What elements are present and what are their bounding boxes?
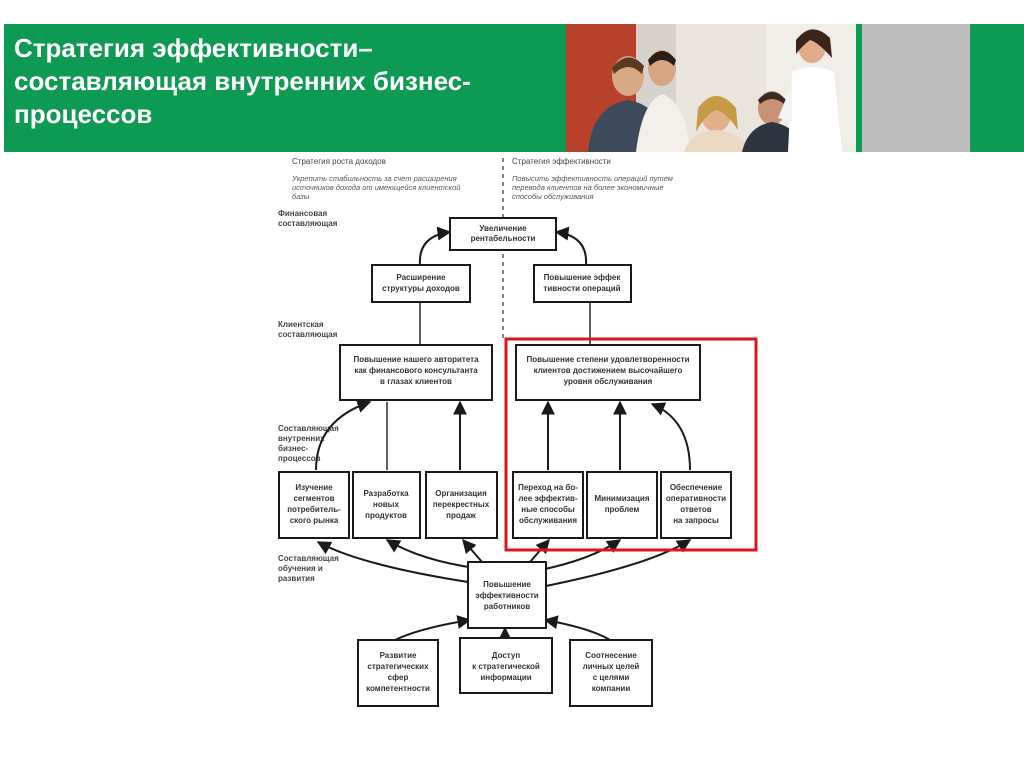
perspective-internal-label: Составляющая внутренних бизнес- процессо… <box>278 424 339 463</box>
box-staff-efficiency: Повышение эффективности работников <box>467 561 547 629</box>
svg-text:эффективности: эффективности <box>475 591 539 600</box>
title-line: составляющая внутренних бизнес- <box>14 66 471 96</box>
svg-text:структуры доходов: структуры доходов <box>382 284 460 293</box>
box-new-products: Разработка новых продуктов <box>352 471 421 539</box>
connector-arrows <box>315 226 692 641</box>
svg-text:клиентов достижением высочайше: клиентов достижением высочайшего <box>534 366 683 375</box>
box-response-speed: Обеспечение оперативности ответов на зап… <box>660 471 732 539</box>
team-photo-illustration <box>566 24 856 152</box>
svg-text:Организация: Организация <box>435 489 487 498</box>
svg-text:с целями: с целями <box>593 673 630 682</box>
svg-text:развития: развития <box>278 574 315 583</box>
svg-text:обучения и: обучения и <box>278 564 323 573</box>
box-competence: Развитие стратегических сфер компетентно… <box>357 639 439 707</box>
right-strategy-subtitle-line: способы обслуживания <box>512 192 593 201</box>
left-strategy-header: Стратегия роста доходов Укрепить стабиль… <box>291 157 461 201</box>
svg-text:Разработка: Разработка <box>363 489 409 498</box>
green-accent-panel <box>972 24 1024 152</box>
box-revenue-structure: Расширение структуры доходов <box>371 264 471 303</box>
box-market-segments: Изучение сегментов потребитель- ского ры… <box>278 471 350 539</box>
efficiency-highlight-frame <box>504 337 758 552</box>
svg-text:к стратегической: к стратегической <box>472 662 540 671</box>
left-strategy-subtitle-line: Укрепить стабильность за счет расширения <box>291 174 457 183</box>
svg-text:Повышение степени удовлетворен: Повышение степени удовлетворенности <box>526 355 689 364</box>
box-problem-minimization: Минимизация проблем <box>586 471 658 539</box>
svg-text:Расширение: Расширение <box>396 273 446 282</box>
svg-text:продуктов: продуктов <box>365 511 407 520</box>
box-cross-sales: Организация перекрестных продаж <box>425 471 498 539</box>
slide-title: Стратегия эффективности– составляющая вн… <box>14 32 554 131</box>
svg-text:Минимизация: Минимизация <box>595 494 650 503</box>
svg-text:Финансовая: Финансовая <box>278 209 327 218</box>
svg-text:бизнес-: бизнес- <box>278 444 308 453</box>
box-info-access: Доступ к стратегической информации <box>459 637 553 694</box>
box-advisor-authority: Повышение нашего авторитета как финансов… <box>339 344 493 401</box>
svg-text:процессов: процессов <box>278 454 321 463</box>
right-strategy-title: Стратегия эффективности <box>512 157 611 166</box>
svg-text:как финансового консультанта: как финансового консультанта <box>354 366 478 375</box>
box-client-satisfaction: Повышение степени удовлетворенности клие… <box>515 344 701 401</box>
perspective-learning-label: Составляющая обучения и развития <box>278 554 339 583</box>
svg-text:ные способы: ные способы <box>521 505 575 514</box>
left-strategy-title: Стратегия роста доходов <box>292 157 386 166</box>
svg-text:в глазах клиентов: в глазах клиентов <box>380 377 452 386</box>
svg-text:перекрестных: перекрестных <box>433 500 490 509</box>
svg-text:личных целей: личных целей <box>583 662 640 671</box>
box-operational-efficiency: Повышение эффек тивности операций <box>533 264 632 303</box>
svg-text:Обеспечение: Обеспечение <box>670 483 723 492</box>
svg-text:уровня обслуживания: уровня обслуживания <box>564 377 653 386</box>
svg-text:рентабельности: рентабельности <box>471 234 536 243</box>
svg-text:тивности операций: тивности операций <box>543 284 620 293</box>
svg-text:ответов: ответов <box>680 505 711 514</box>
svg-text:новых: новых <box>373 500 399 509</box>
team-photo <box>566 24 856 152</box>
svg-text:стратегических: стратегических <box>367 662 429 671</box>
grey-accent-panel <box>862 24 970 152</box>
svg-text:лее эффектив-: лее эффектив- <box>518 494 578 503</box>
svg-text:потребитель-: потребитель- <box>287 505 341 514</box>
svg-text:Развитие: Развитие <box>380 651 417 660</box>
title-line: Стратегия эффективности– <box>14 33 373 63</box>
svg-text:работников: работников <box>484 602 530 611</box>
title-line: процессов <box>14 99 153 129</box>
svg-text:Изучение: Изучение <box>295 483 333 492</box>
svg-text:внутренних: внутренних <box>278 434 325 443</box>
svg-text:Повышение эффек: Повышение эффек <box>544 273 622 282</box>
perspective-client-label: Клиентская составляющая <box>278 320 338 339</box>
box-goal-alignment: Соотнесение личных целей с целями компан… <box>569 639 653 707</box>
svg-text:компании: компании <box>592 684 631 693</box>
svg-text:Доступ: Доступ <box>492 651 521 660</box>
svg-text:составляющая: составляющая <box>278 330 338 339</box>
perspective-financial-label: Финансовая составляющая <box>278 209 338 228</box>
box-profitability: Увеличение рентабельности <box>449 217 557 251</box>
svg-text:Составляющая: Составляющая <box>278 424 339 433</box>
svg-text:обслуживания: обслуживания <box>519 516 577 525</box>
svg-text:Увеличение: Увеличение <box>479 224 527 233</box>
strategy-map-diagram: Стратегия роста доходов Укрепить стабиль… <box>278 157 758 707</box>
svg-text:сегментов: сегментов <box>293 494 334 503</box>
right-strategy-header: Стратегия эффективности Повысить эффекти… <box>512 157 673 201</box>
left-strategy-subtitle-line: базы <box>292 192 310 201</box>
svg-text:Составляющая: Составляющая <box>278 554 339 563</box>
svg-text:проблем: проблем <box>605 505 640 514</box>
svg-text:ского рынка: ского рынка <box>290 516 339 525</box>
svg-text:Повышение нашего авторитета: Повышение нашего авторитета <box>353 355 479 364</box>
box-efficient-channels: Переход на бо- лее эффектив- ные способы… <box>512 471 584 539</box>
svg-text:продаж: продаж <box>446 511 476 520</box>
svg-text:компетентности: компетентности <box>366 684 430 693</box>
svg-text:Переход на бо-: Переход на бо- <box>518 483 578 492</box>
svg-text:составляющая: составляющая <box>278 219 338 228</box>
left-strategy-subtitle-line: источников дохода от имеющейся клиентско… <box>292 183 461 192</box>
svg-text:сфер: сфер <box>388 673 409 682</box>
svg-text:информации: информации <box>480 673 531 682</box>
svg-text:на запросы: на запросы <box>673 516 719 525</box>
svg-text:оперативности: оперативности <box>666 494 726 503</box>
svg-text:Клиентская: Клиентская <box>278 320 324 329</box>
svg-text:Повышение: Повышение <box>483 580 531 589</box>
svg-text:Соотнесение: Соотнесение <box>585 651 637 660</box>
right-strategy-subtitle-line: Повысить эффективность операций путем <box>512 174 673 183</box>
right-strategy-subtitle-line: перевода клиентов на более экономичные <box>512 183 664 192</box>
